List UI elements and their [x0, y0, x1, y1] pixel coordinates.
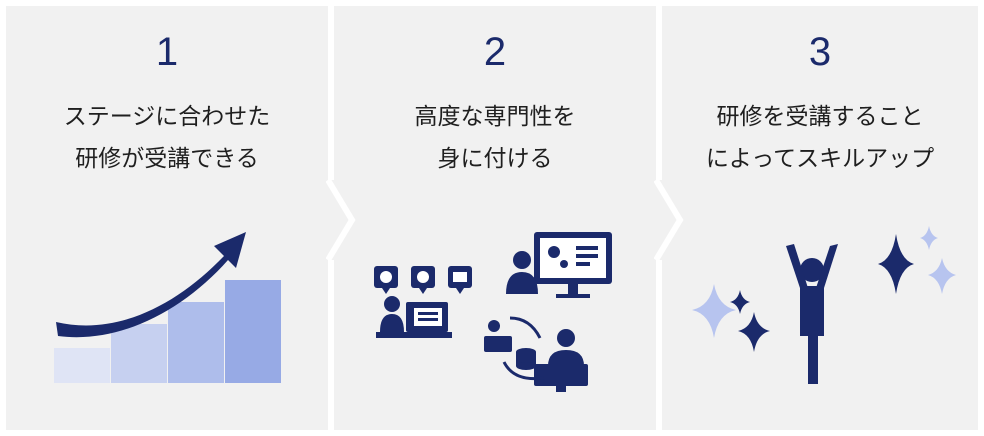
step-card-2: 2 高度な専門性を 身に付ける	[334, 6, 656, 430]
step-text-line: 高度な専門性を	[414, 104, 576, 130]
growth-chart-icon	[54, 232, 281, 383]
step-number: 1	[155, 30, 179, 74]
step-text-line: によってスキルアップ	[705, 146, 935, 172]
step-text-line: 研修が受講できる	[75, 146, 259, 172]
online-training-icon	[374, 232, 612, 392]
success-sparkle-icon	[692, 226, 956, 384]
step-description: ステージに合わせた 研修が受講できる	[6, 96, 328, 180]
chevron-right-icon	[654, 180, 684, 260]
step-number: 2	[483, 30, 507, 74]
step-description: 研修を受講すること によってスキルアップ	[662, 96, 978, 180]
step-text-line: 研修を受講すること	[716, 104, 924, 130]
step-text-line: ステージに合わせた	[63, 104, 271, 130]
step-card-3: 3 研修を受講すること によってスキルアップ	[662, 6, 978, 430]
step-description: 高度な専門性を 身に付ける	[334, 96, 656, 180]
step-number: 3	[808, 30, 832, 74]
step-card-1: 1 ステージに合わせた 研修が受講できる	[6, 6, 328, 430]
chevron-right-icon	[326, 180, 356, 260]
step-text-line: 身に付ける	[437, 146, 553, 172]
